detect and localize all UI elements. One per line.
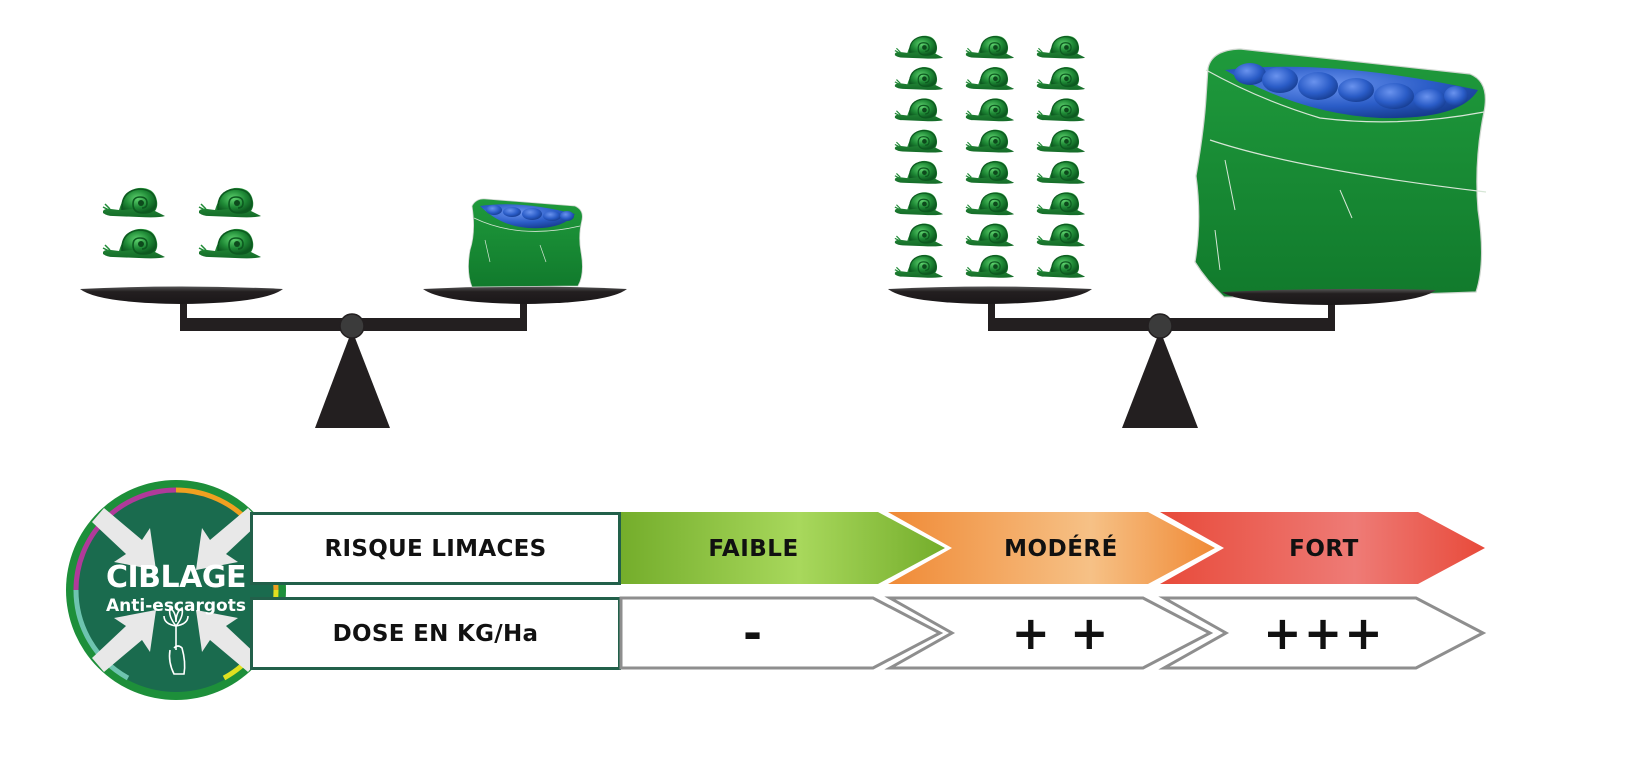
snail-icon xyxy=(102,228,166,260)
snail-icon xyxy=(198,228,262,260)
snail-icon xyxy=(965,66,1015,91)
arrow-icons xyxy=(92,508,260,672)
snail-icon xyxy=(1036,35,1086,60)
logo-title: CIBLAGE xyxy=(106,560,247,595)
pellet-bag-large xyxy=(1194,48,1487,305)
scale-pivot xyxy=(1147,313,1173,339)
scale-pan-left xyxy=(80,286,283,304)
snail-icon xyxy=(894,66,944,91)
snail-icon xyxy=(894,191,944,216)
snail-icon xyxy=(1036,222,1086,248)
snail-icon xyxy=(965,97,1015,122)
balance-scale-low xyxy=(80,286,627,428)
snail-icon xyxy=(1036,254,1086,279)
risk-level-fort: FORT xyxy=(1289,535,1359,562)
hand-holding-plant-icon xyxy=(163,606,189,675)
snail-icon xyxy=(894,254,944,279)
snail-icon xyxy=(965,35,1015,60)
scale-base xyxy=(315,330,390,428)
risk-level-faible: FAIBLE xyxy=(708,535,799,562)
snail-icon xyxy=(894,222,944,248)
snail-icon xyxy=(1036,128,1086,154)
scale-pan-right xyxy=(423,286,627,304)
snail-icon xyxy=(1036,97,1086,122)
snail-icon xyxy=(894,128,944,154)
snail-icon xyxy=(965,254,1015,279)
snail-icon xyxy=(965,128,1015,154)
snail-icon xyxy=(1036,66,1086,91)
snail-icon xyxy=(894,160,944,185)
dose-row-label: DOSE EN KG/Ha xyxy=(250,597,621,670)
scale-base xyxy=(1122,330,1198,428)
scale-pivot xyxy=(339,313,365,339)
pellet-bag-small xyxy=(468,198,583,288)
snail-icon xyxy=(965,222,1015,248)
snail-icon xyxy=(894,35,944,60)
snail-group-low xyxy=(102,187,262,260)
balance-scale-high xyxy=(888,286,1335,428)
scales-illustration xyxy=(80,35,1487,428)
dose-value-fort: +++ xyxy=(1263,606,1385,660)
scale-pan-right xyxy=(1222,288,1436,305)
snail-icon xyxy=(894,97,944,122)
logo-subtitle: Anti-escargots xyxy=(106,596,246,616)
risk-level-modere: MODÉRÉ xyxy=(1004,535,1118,562)
dose-value-modere: + + xyxy=(1011,606,1111,660)
snail-icon xyxy=(965,191,1015,216)
snail-icon xyxy=(1036,191,1086,216)
snail-icon xyxy=(965,160,1015,185)
scale-pan-left xyxy=(888,286,1092,304)
ciblage-logo: CIBLAGE Anti-escargots xyxy=(64,478,288,702)
dose-value-faible: - xyxy=(742,606,765,660)
snail-group-high xyxy=(894,35,1086,279)
snail-icon xyxy=(198,187,262,219)
risk-row-label: RISQUE LIMACES xyxy=(250,512,621,585)
snail-icon xyxy=(1036,160,1086,185)
snail-icon xyxy=(102,187,166,219)
